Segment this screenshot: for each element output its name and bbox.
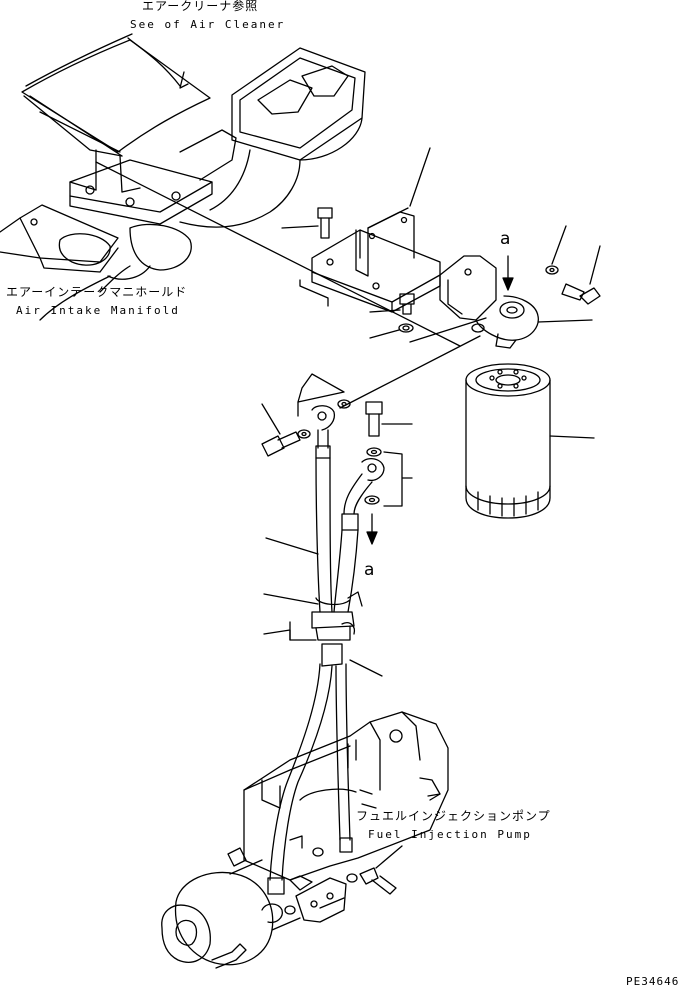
manifold-leader [39, 275, 111, 321]
air-cleaner-pad [21, 33, 211, 193]
ref-a-arrow-bottom [366, 513, 378, 545]
manifold-leader-2 [99, 265, 131, 293]
hose-clip-leaders [263, 537, 383, 677]
head-washer-and-bolt [545, 225, 601, 305]
banjo-bolt-left [261, 431, 301, 457]
fuel-hose-assembly [267, 405, 385, 895]
air-cleaner-arrowhead [179, 71, 189, 89]
filter-bolt-and-washer [369, 293, 415, 339]
filter-head [409, 255, 593, 349]
bracket-bolt [281, 207, 333, 239]
fuel-filter-cartridge [465, 363, 595, 519]
ref-a-bottom-label: a [364, 560, 375, 580]
banjo-bolt-middle [365, 401, 413, 437]
hose-washers [364, 447, 413, 507]
manifold-label-en: Air Intake Manifold [16, 304, 180, 317]
drawing-code: PE34646 [626, 975, 680, 988]
ref-a-top-label: a [500, 229, 511, 249]
hose-leaders [261, 335, 481, 439]
bracket-leader-line [95, 161, 461, 347]
fuel-injection-pump [161, 711, 449, 969]
air-cleaner-label-jp: エアークリーナ参照 [142, 0, 259, 13]
ref-a-arrow-top [502, 255, 514, 291]
manifold-label-jp: エアーインテークマニホールド [6, 285, 188, 299]
air-cleaner-leader [127, 37, 181, 87]
air-intake-manifold [0, 47, 366, 280]
pump-label-jp: フュエルインジェクションポンプ [356, 809, 551, 823]
air-cleaner-label-en: See of Air Cleaner [130, 18, 286, 31]
pump-label-en: Fuel Injection Pump [368, 828, 532, 841]
bracket-top-leader [409, 147, 431, 207]
